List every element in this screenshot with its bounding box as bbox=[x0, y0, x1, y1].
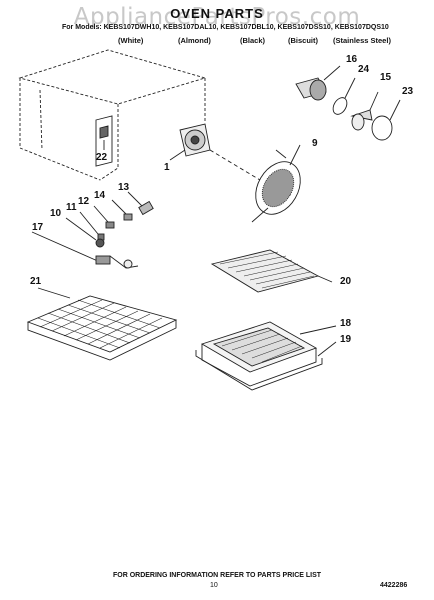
callout-12: 12 bbox=[78, 196, 90, 207]
callout-23: 23 bbox=[402, 86, 414, 97]
callout-15: 15 bbox=[380, 72, 392, 83]
callout-10: 10 bbox=[50, 208, 62, 219]
lens bbox=[371, 115, 393, 141]
callout-17: 17 bbox=[32, 222, 44, 233]
broiler-pan bbox=[195, 321, 337, 391]
callout-20: 20 bbox=[340, 276, 352, 287]
callout-19: 19 bbox=[340, 334, 352, 345]
callout-24: 24 bbox=[358, 64, 370, 75]
model-list: For Models: KEBS107DWH10, KEBS107DAL10, … bbox=[62, 24, 389, 31]
page-number: 10 bbox=[210, 582, 218, 589]
callout-9: 9 bbox=[312, 138, 318, 149]
oven-cavity bbox=[18, 49, 207, 181]
callout-11: 11 bbox=[66, 202, 77, 213]
oven-rack bbox=[26, 287, 178, 361]
watermark: AppliancePartsPros.com bbox=[73, 4, 361, 30]
light-socket bbox=[295, 65, 341, 101]
callout-18: 18 bbox=[340, 318, 352, 329]
callout-22: 22 bbox=[96, 152, 108, 163]
convection-fan bbox=[251, 144, 301, 223]
color-biscuit: (Biscuit) bbox=[288, 36, 318, 45]
convection-motor bbox=[169, 123, 211, 161]
page-title: OVEN PARTS bbox=[170, 6, 264, 21]
callout-16: 16 bbox=[346, 54, 358, 65]
gasket bbox=[332, 97, 348, 115]
oven-sensor bbox=[31, 231, 139, 269]
color-almond: (Almond) bbox=[178, 36, 211, 45]
callout-21: 21 bbox=[30, 276, 42, 287]
light-bulb bbox=[350, 91, 379, 131]
vent-bracket bbox=[95, 115, 113, 167]
callout-1: 1 bbox=[164, 162, 170, 173]
callout-14: 14 bbox=[94, 190, 106, 201]
color-stainless: (Stainless Steel) bbox=[333, 36, 391, 45]
broiler-grid bbox=[210, 249, 333, 293]
color-black: (Black) bbox=[240, 36, 266, 45]
callout-13: 13 bbox=[118, 182, 130, 193]
color-white: (White) bbox=[118, 36, 144, 45]
small-parts bbox=[65, 191, 154, 248]
document-number: 4422286 bbox=[380, 582, 408, 589]
ordering-info: FOR ORDERING INFORMATION REFER TO PARTS … bbox=[112, 572, 322, 579]
